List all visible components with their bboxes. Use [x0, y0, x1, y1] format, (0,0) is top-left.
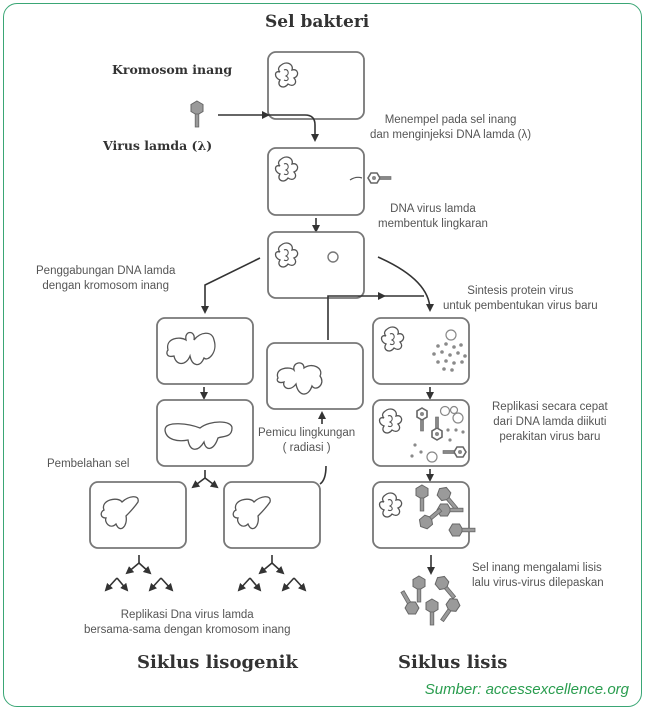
label-protein-synthesis: Sintesis protein virus untuk pembentukan… — [443, 285, 598, 312]
cell-induced — [266, 342, 364, 410]
cell-protein-synthesis — [372, 317, 470, 385]
replication-arrows — [104, 555, 307, 592]
cell-mature-viruses — [372, 481, 476, 549]
title-lytic-cycle: Siklus lisis — [398, 652, 508, 673]
division-arrows — [191, 470, 219, 489]
diagram-frame — [3, 3, 642, 707]
label-replication-with-host: Replikasi Dna virus lamda bersama-sama d… — [84, 609, 291, 636]
cell-circular-dna — [267, 231, 365, 299]
title-lysogenic-cycle: Siklus lisogenik — [137, 652, 298, 673]
released-viruses — [396, 573, 463, 626]
cell-host — [267, 51, 365, 120]
cell-daughter-left — [89, 481, 187, 549]
cell-prophage-1 — [156, 317, 254, 385]
source-credit: Sumber: accessexcellence.org — [424, 681, 629, 698]
arrow-to-lytic — [377, 256, 434, 312]
label-env-trigger: Pemicu lingkungan ( radiasi ) — [258, 427, 356, 454]
label-host-chromosome: Kromosom inang — [112, 62, 233, 77]
trigger-connector — [319, 465, 327, 485]
label-virus-lambda: Virus lamda (λ) — [103, 138, 213, 153]
label-cell-division: Pembelahan sel — [47, 458, 130, 470]
arrow-to-lysogenic — [201, 257, 261, 314]
virus-lambda-icon — [190, 100, 204, 128]
label-dna-circle: DNA virus lamda membentuk lingkaran — [378, 203, 488, 230]
label-integration: Penggabungan DNA lamda dengan kromosom i… — [36, 265, 176, 292]
label-attach-inject: Menempel pada sel inang dan menginjeksi … — [370, 114, 532, 141]
label-lysis-release: Sel inang mengalami lisis lalu virus-vir… — [472, 562, 604, 589]
diagram-title: Sel bakteri — [265, 12, 370, 32]
cell-assembly — [372, 399, 470, 467]
label-rapid-replication: Replikasi secara cepat dari DNA lamda di… — [492, 401, 608, 443]
attached-virus-icon — [367, 172, 392, 184]
arrow-induction-to-lytic — [327, 292, 386, 340]
cell-prophage-2 — [156, 399, 254, 467]
lambda-dna-circle-icon — [327, 251, 339, 263]
arrow-attach — [218, 114, 319, 142]
cell-injection — [267, 147, 392, 216]
cell-daughter-right — [223, 481, 321, 549]
